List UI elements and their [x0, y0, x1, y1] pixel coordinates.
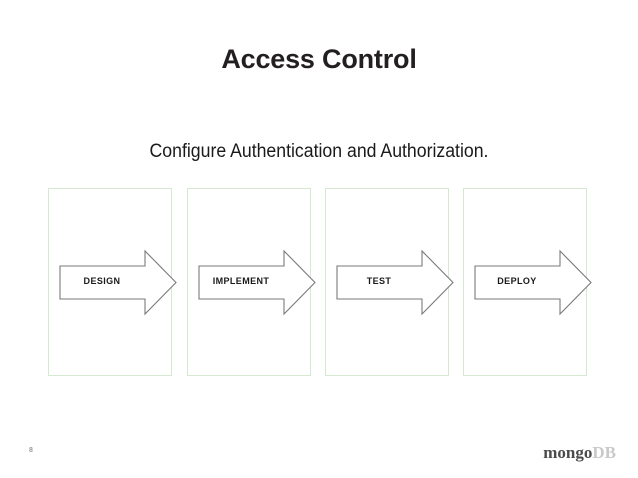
stage-card-deploy: DEPLOY [463, 188, 592, 376]
arrow-right-icon [59, 249, 177, 316]
arrow-test: TEST [336, 249, 455, 316]
mongodb-logo-primary: mongo [543, 443, 593, 462]
mongodb-logo: mongoDB [543, 442, 616, 463]
arrow-deploy: DEPLOY [474, 249, 593, 316]
stage-card-design: DESIGN [48, 188, 177, 376]
arrow-right-icon [474, 249, 592, 316]
stage-label-design: DESIGN [83, 276, 121, 286]
stage-card-test: TEST [325, 188, 454, 376]
stage-label-implement: IMPLEMENT [212, 276, 270, 286]
arrow-right-icon [198, 249, 316, 316]
page-number: 8 [29, 447, 33, 454]
arrow-right-icon [336, 249, 454, 316]
arrow-implement: IMPLEMENT [198, 249, 317, 316]
stage-card-implement: IMPLEMENT [187, 188, 316, 376]
slide-subtitle: Configure Authentication and Authorizati… [149, 141, 489, 162]
stage-label-deploy: DEPLOY [497, 276, 537, 286]
page-title: Access Control [221, 44, 417, 74]
arrow-design: DESIGN [59, 249, 178, 316]
mongodb-logo-secondary: DB [592, 443, 616, 462]
process-stages-row: DESIGN IMPLEMENT TEST [48, 188, 592, 378]
stage-label-test: TEST [366, 276, 392, 286]
